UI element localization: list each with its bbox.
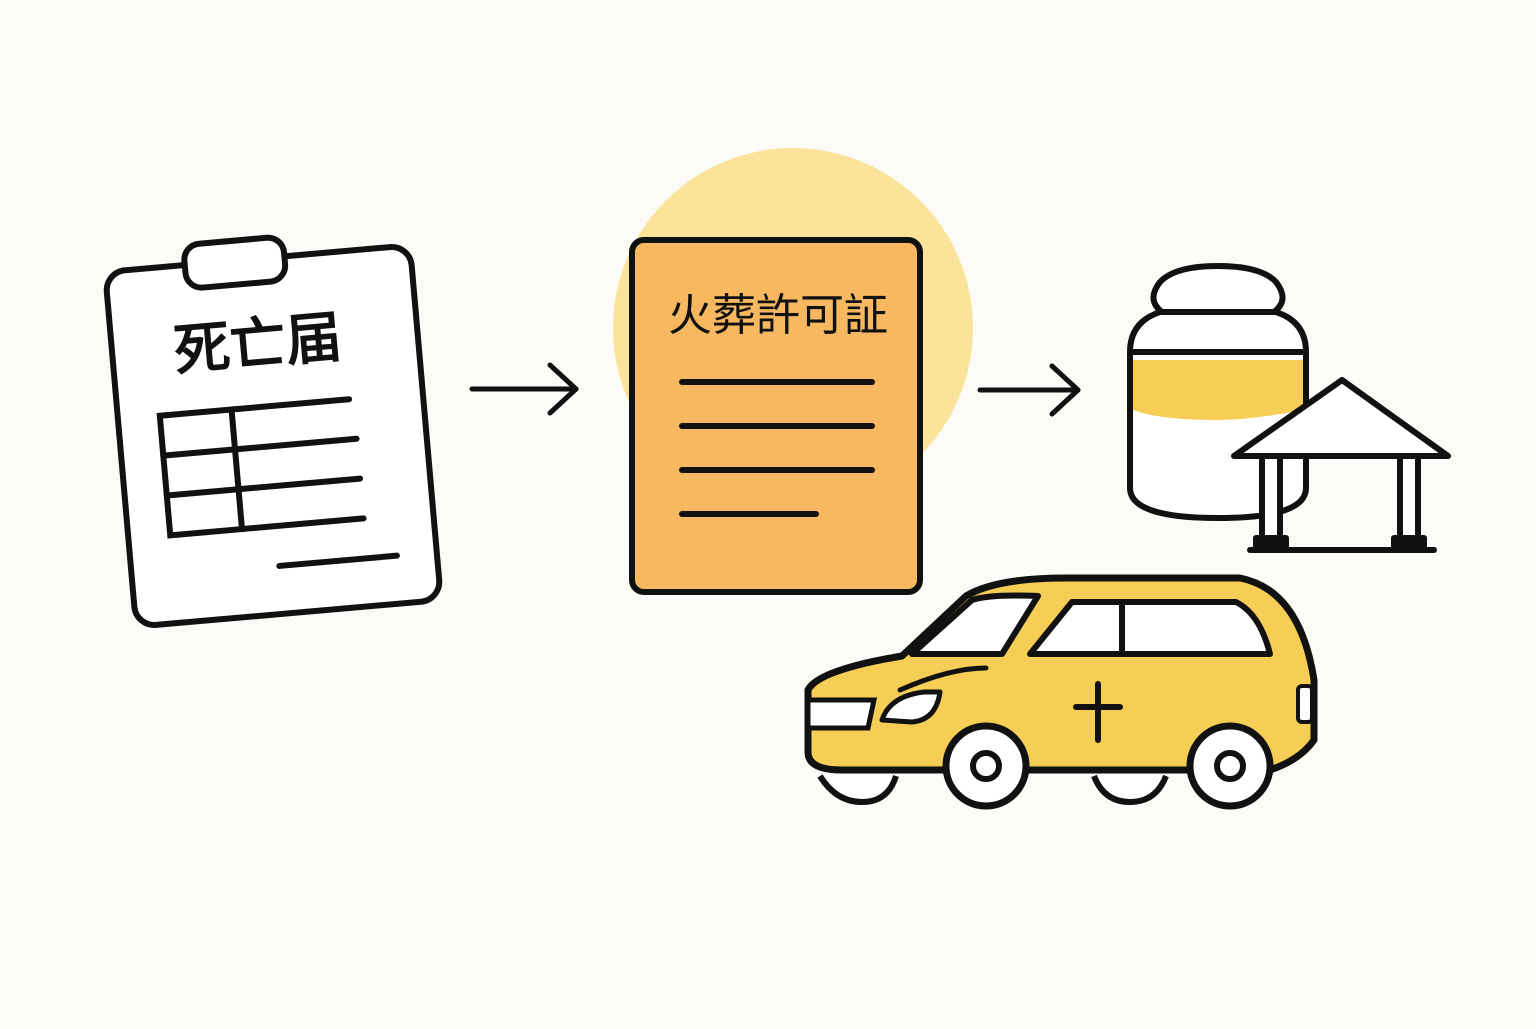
death-notice-title: 死亡届 [171, 305, 344, 384]
clipboard-clip [181, 234, 289, 291]
flow-arrow-1 [469, 362, 579, 416]
hearse-car-icon [804, 574, 1318, 810]
flow-arrow-2 [977, 363, 1081, 417]
death-notice-clipboard-icon: 死亡届 [103, 234, 443, 628]
cross-icon [1073, 681, 1123, 743]
rear-wheel [1186, 722, 1274, 810]
document-text-lines [679, 379, 875, 517]
front-wheel [942, 722, 1030, 810]
cremation-permit-document-icon: 火葬許可証 [613, 148, 973, 595]
form-table [156, 396, 400, 569]
cremation-permit-title: 火葬許可証 [668, 290, 888, 341]
shrine-icon [1231, 377, 1451, 553]
